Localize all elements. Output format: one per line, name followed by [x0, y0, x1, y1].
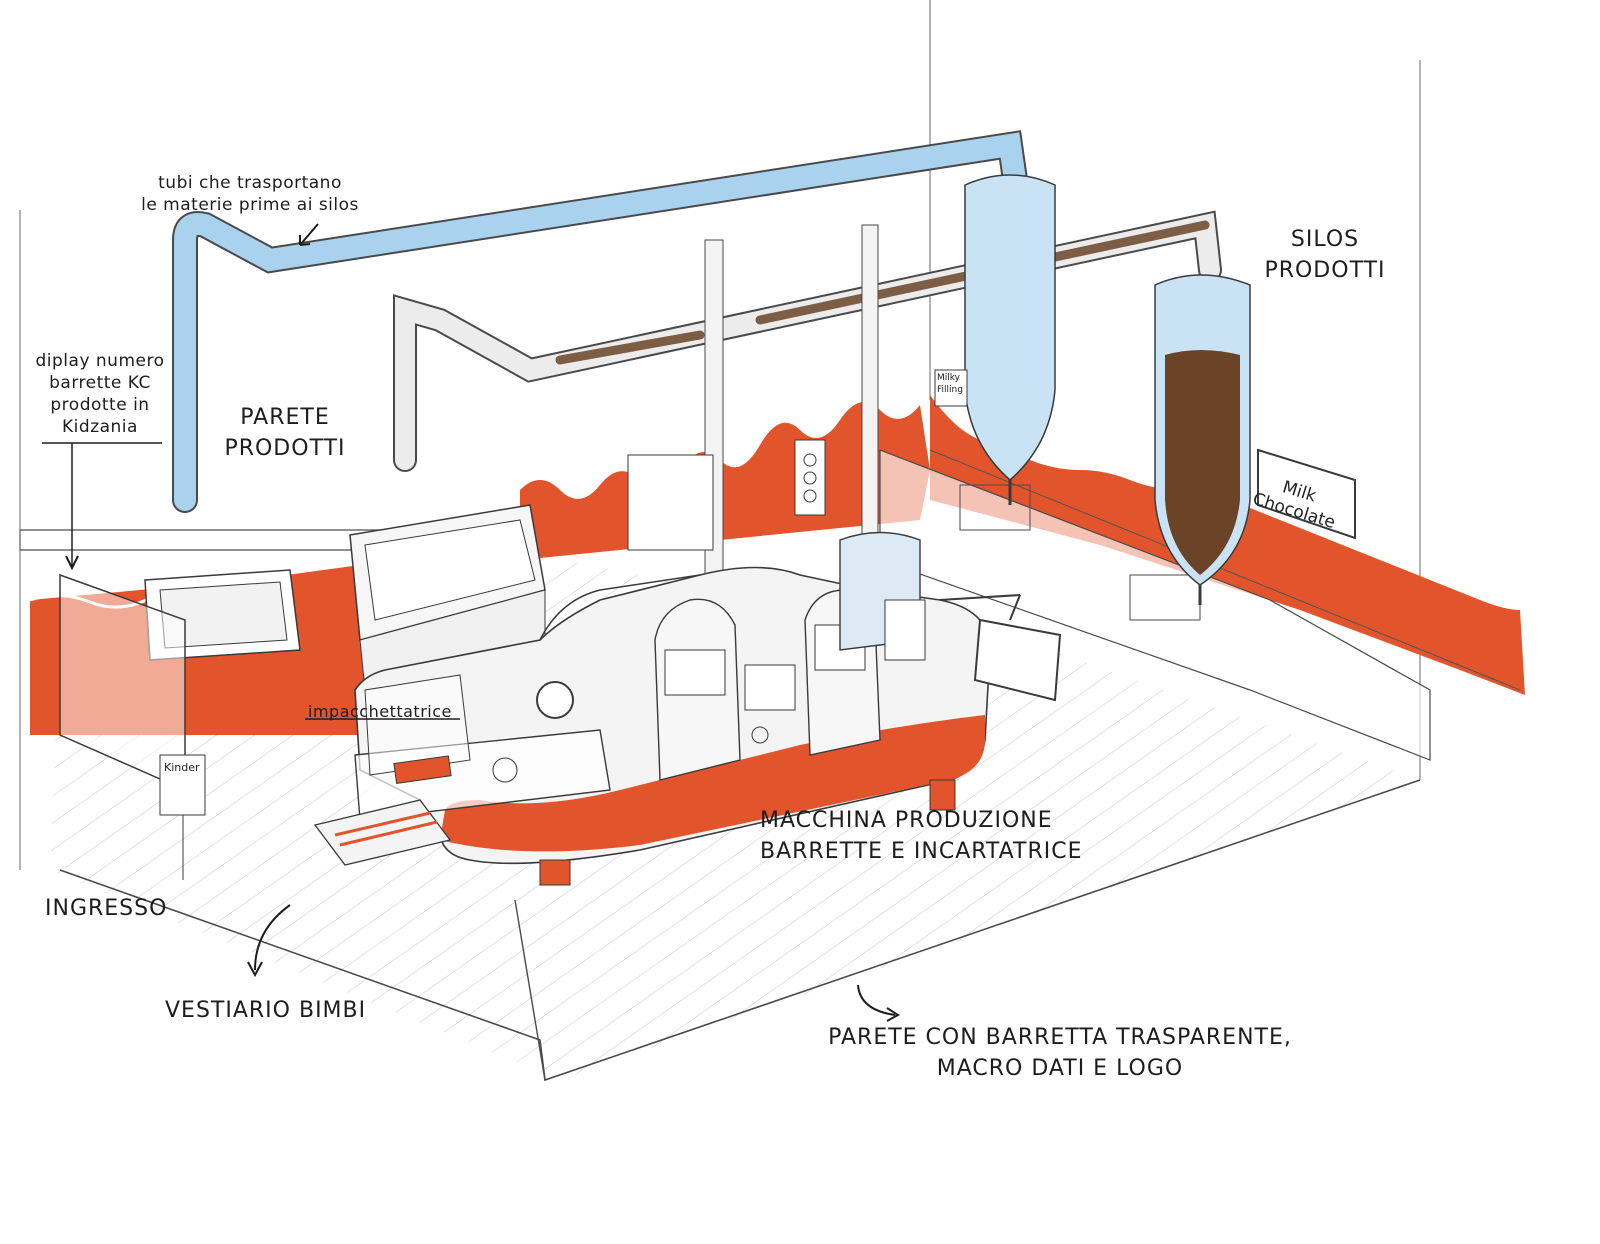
blue-pipes: [172, 130, 1028, 513]
wrapper-unit: [354, 674, 611, 821]
display-label-line2: barrette KC: [49, 373, 151, 393]
filling-sign: Milky Filling: [937, 372, 963, 396]
machine-label-line1: MACCHINA PRODUZIONE: [760, 808, 1053, 833]
filling-sign-line2: Filling: [937, 385, 963, 395]
side-monitor: [939, 594, 1062, 702]
wall-panel: [627, 439, 826, 551]
silos-label: SILOS PRODOTTI: [1250, 224, 1400, 286]
pipes-label: tubi che trasportano le materie prime ai…: [130, 172, 370, 216]
machine-label-line2: BARRETTE E INCARTATRICE: [760, 839, 1083, 864]
display-label: diplay numero barrette KC prodotte in Ki…: [20, 350, 180, 438]
chocolate-pipes: [393, 210, 1222, 472]
sign-frames: [934, 369, 1356, 540]
back-wall-label: PARETE CON BARRETTA TRASPARENTE, MACRO D…: [810, 1022, 1310, 1084]
kinder-sign: Kinder: [164, 761, 200, 774]
output-tray: [313, 799, 452, 866]
silo-milky: [964, 174, 1056, 505]
clothes-label: VESTIARIO BIMBI: [165, 998, 367, 1023]
machine-label: MACCHINA PRODUZIONE BARRETTE E INCARTATR…: [760, 805, 1082, 867]
pipes-label-line2: le materie prime ai silos: [141, 195, 359, 215]
filling-sign-line1: Milky: [937, 373, 960, 383]
silos-label-line2: PRODOTTI: [1264, 258, 1386, 283]
kinder-box: [159, 754, 206, 880]
wrapper-label: impacchettatrice: [308, 702, 452, 721]
annotation-lines: [42, 223, 900, 1022]
silo-chocolate: [1154, 274, 1251, 605]
wall-products-label: PARETE PRODOTTI: [205, 402, 365, 464]
silos-label-line1: SILOS: [1290, 227, 1360, 252]
pipes-label-line1: tubi che trasportano: [158, 173, 342, 193]
side-tank: [839, 531, 926, 661]
entrance-label: INGRESSO: [45, 896, 168, 921]
back-wall-line1: PARETE CON BARRETTA TRASPARENTE,: [828, 1025, 1292, 1050]
back-wall-line2: MACRO DATI E LOGO: [936, 1056, 1184, 1081]
wall-products-line1: PARETE: [240, 405, 330, 430]
display-label-line1: diplay numero: [35, 351, 165, 371]
display-label-line3: prodotte in: [50, 395, 150, 415]
wall-products-line2: PRODOTTI: [224, 436, 346, 461]
display-label-line4: Kidzania: [62, 417, 138, 437]
